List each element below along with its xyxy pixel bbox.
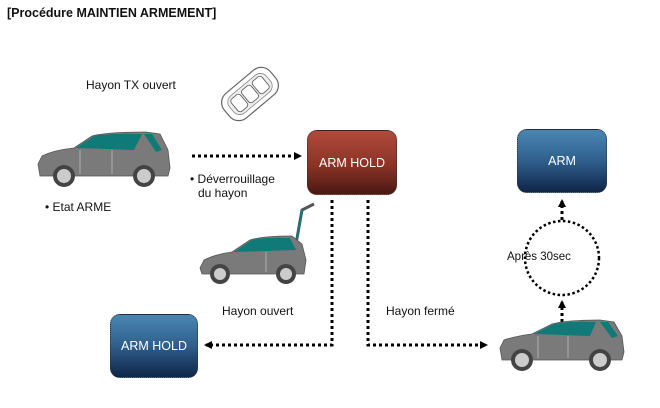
car-icon: [499, 319, 625, 371]
page-title: [Procédure MAINTIEN ARMEMENT]: [7, 6, 217, 20]
arm-node: ARM: [517, 129, 607, 193]
arm-hold-top-label: ARM HOLD: [319, 155, 385, 170]
label-deverrouillage-1: • Déverrouillage: [190, 172, 275, 186]
key-fob-icon: [221, 66, 279, 122]
car-icon: [37, 131, 171, 187]
arm-label: ARM: [548, 154, 576, 168]
arrow-to-closed-car: [366, 200, 488, 349]
timer-circle: [523, 219, 601, 297]
label-hayon-ouvert: Hayon ouvert: [222, 304, 294, 318]
label-hayon-ferme: Hayon fermé: [386, 304, 455, 318]
arm-hold-bottom-label: ARM HOLD: [121, 339, 187, 353]
label-deverrouillage-2: du hayon: [198, 186, 248, 200]
arrow-to-arm-hold-bottom: [204, 200, 334, 349]
arm-hold-node-top: ARM HOLD: [307, 130, 397, 195]
timer-label: Après 30sec: [507, 251, 571, 263]
arm-hold-node-bottom: ARM HOLD: [110, 314, 198, 378]
label-hayon-tx-ouvert: Hayon TX ouvert: [86, 78, 176, 92]
label-etat-arme: • Etat ARME: [45, 200, 112, 214]
car-open-tailgate-icon: [199, 202, 315, 284]
